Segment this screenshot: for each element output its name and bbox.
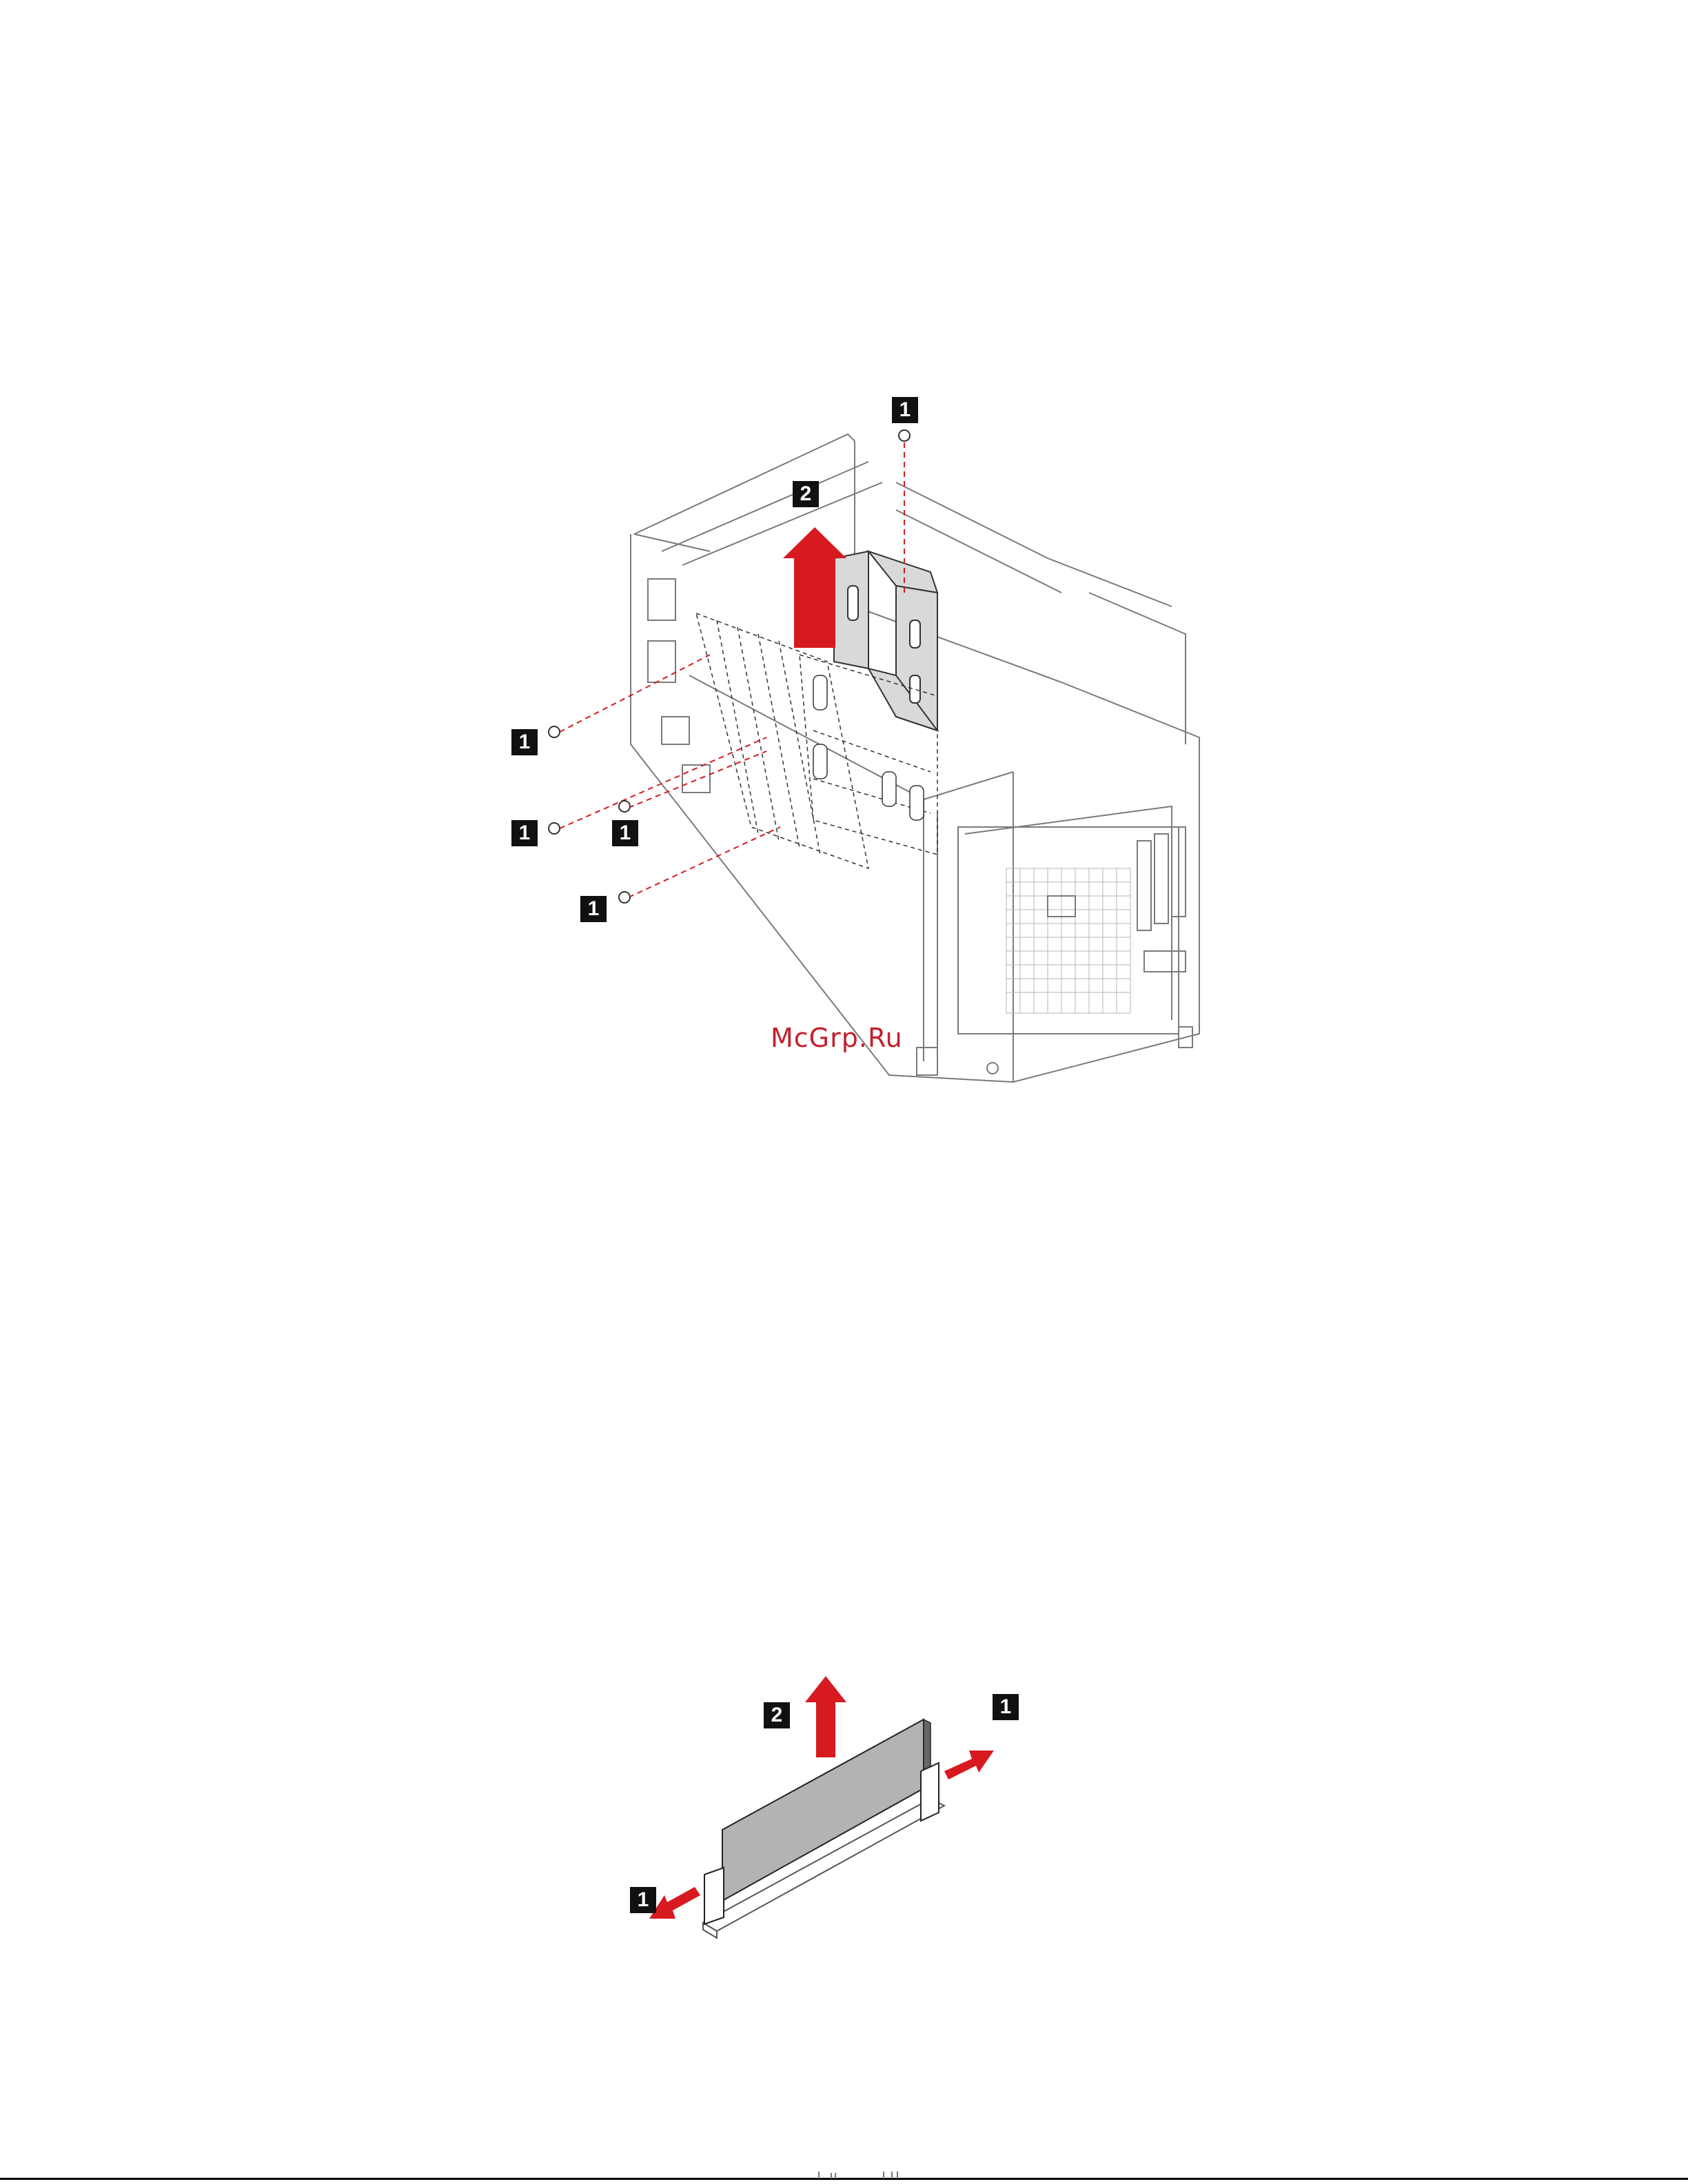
chassis-bracket-illustration — [482, 386, 1227, 1116]
chassis-drawing — [482, 386, 1227, 1116]
callout-dimm-lift: 2 — [764, 1702, 790, 1728]
callout-left-latch: 1 — [630, 1887, 656, 1913]
callout-top-screw: 1 — [892, 397, 918, 423]
callout-left-screw-1: 1 — [511, 729, 538, 755]
callout-left-screw-4: 1 — [580, 896, 607, 922]
left-latch-arrow — [649, 1887, 700, 1919]
footer-marks — [815, 2170, 932, 2178]
watermark: McGrp.Ru — [771, 1023, 903, 1053]
callout-right-latch: 1 — [993, 1694, 1019, 1720]
callout-left-screw-3: 1 — [612, 820, 638, 846]
lift-arrow-dimm — [805, 1676, 846, 1757]
callout-lift-arrow: 2 — [793, 481, 819, 507]
right-latch-arrow — [944, 1751, 994, 1779]
callout-left-screw-2: 1 — [511, 820, 538, 846]
